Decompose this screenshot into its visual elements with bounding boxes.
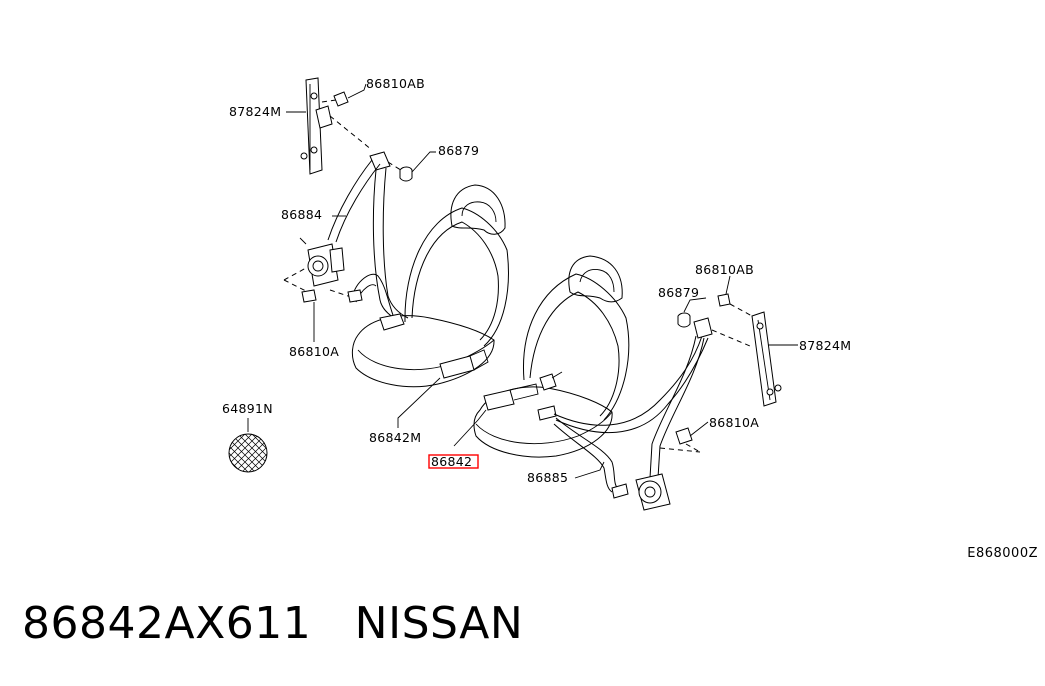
callout-86879-right: 86879 [658, 285, 699, 300]
seat-belt-exploded-diagram: 86810AB 87824M 86879 86884 86810A 86842M… [222, 76, 851, 511]
right-upper-anchor [677, 275, 753, 347]
diagram-code: E868000Z [967, 546, 1038, 561]
left-retractor [283, 237, 363, 303]
left-lower-bolt [301, 289, 317, 342]
right-retractor [611, 473, 671, 511]
left-height-adjuster [286, 77, 333, 175]
left-cap [399, 151, 436, 182]
left-buckle-part [439, 349, 489, 379]
right-belts [537, 335, 709, 493]
callout-86810ab-right: 86810AB [695, 262, 754, 277]
callout-87824m-left: 87824M [229, 104, 281, 119]
callout-86885: 86885 [527, 470, 568, 485]
brand-name: NISSAN [354, 598, 524, 649]
callout-86810a-right: 86810A [709, 415, 759, 430]
right-lower-bolt [659, 421, 709, 453]
right-seat [473, 255, 630, 458]
left-shoulder-belt [327, 151, 409, 331]
callout-86842m: 86842M [369, 430, 421, 445]
callout-87824m-right: 87824M [799, 338, 851, 353]
left-upper-bolt [333, 83, 367, 107]
highlight-box [428, 454, 479, 469]
plug-part [228, 418, 268, 473]
part-number: 86842AX611 [22, 598, 312, 649]
callout-64891n: 64891N [222, 401, 273, 416]
callout-86810a-left: 86810A [289, 344, 339, 359]
callout-86884: 86884 [281, 207, 322, 222]
caption: 86842AX611 NISSAN [22, 598, 523, 649]
callout-86879-left: 86879 [438, 143, 479, 158]
right-buckle-part [453, 371, 563, 447]
callout-86810ab-left: 86810AB [366, 76, 425, 91]
right-height-adjuster [751, 311, 798, 407]
callout-86842-highlighted[interactable]: 86842 [431, 454, 472, 469]
left-seat [351, 184, 509, 428]
